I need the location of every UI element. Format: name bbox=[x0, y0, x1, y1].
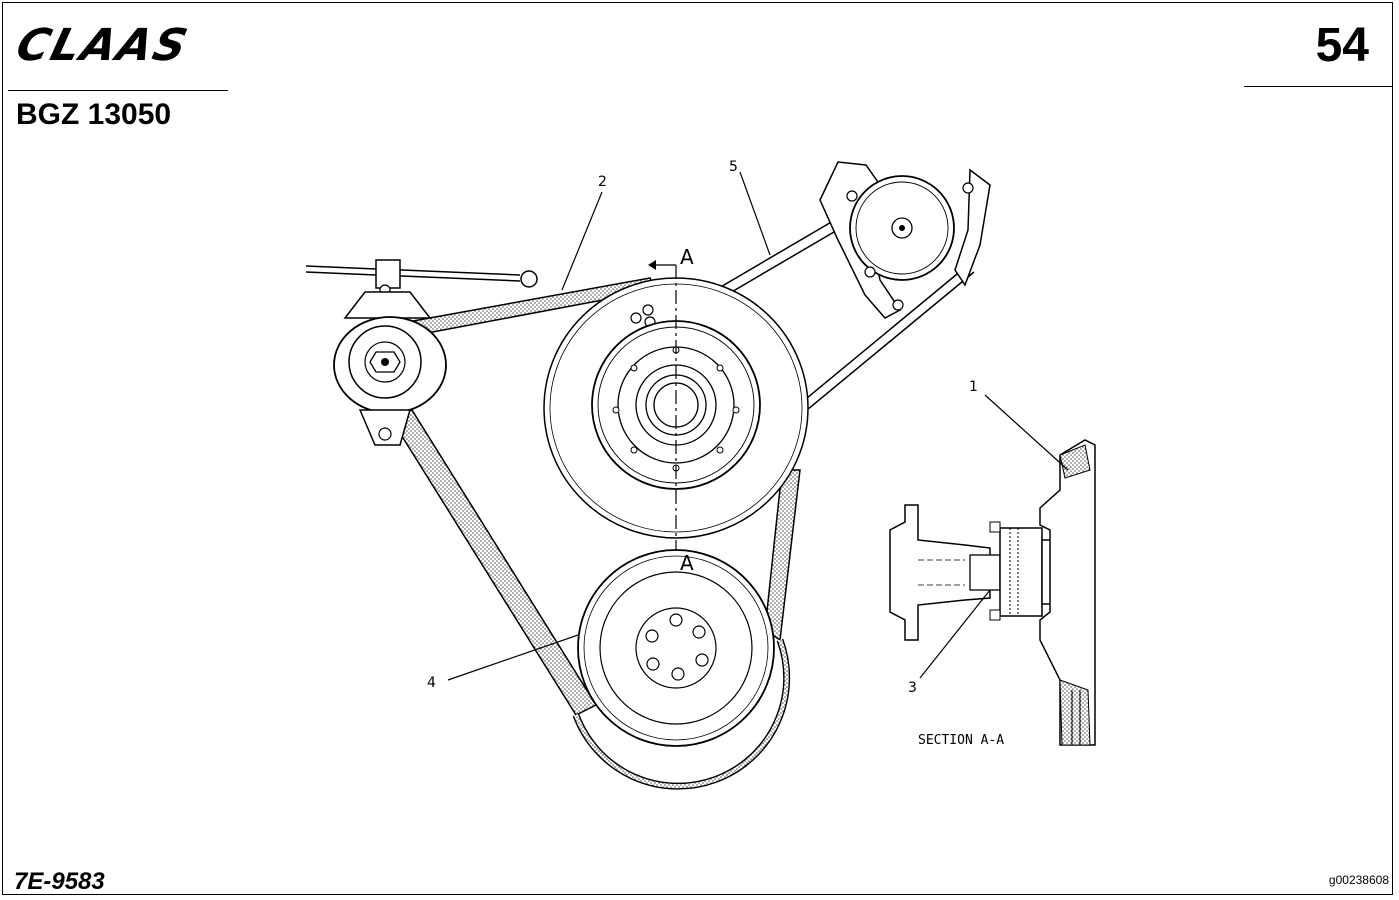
callout-5: 5 bbox=[729, 159, 738, 175]
callout-2: 2 bbox=[598, 174, 607, 190]
alternator bbox=[305, 259, 538, 446]
belt-4 bbox=[368, 377, 801, 790]
part-code: BGZ 13050 bbox=[16, 98, 172, 131]
callout-4: 4 bbox=[427, 675, 436, 691]
image-reference: g00238608 bbox=[1328, 873, 1389, 887]
callout-3: 3 bbox=[908, 680, 917, 696]
page-number: 54 bbox=[1315, 19, 1369, 72]
crank-pulley bbox=[577, 549, 775, 747]
section-marker-top: A bbox=[680, 245, 694, 269]
leader-lines bbox=[447, 171, 1069, 681]
drawing-reference: 7E-9583 bbox=[14, 868, 105, 895]
section-marker-bottom: A bbox=[680, 551, 694, 575]
section-a-a-detail bbox=[889, 439, 1096, 746]
section-caption: SECTION A-A bbox=[918, 733, 1004, 748]
header-rule-left bbox=[8, 90, 228, 91]
idler-pulley bbox=[819, 161, 991, 319]
header-rule-right bbox=[1244, 86, 1392, 87]
callout-1: 1 bbox=[969, 379, 978, 395]
